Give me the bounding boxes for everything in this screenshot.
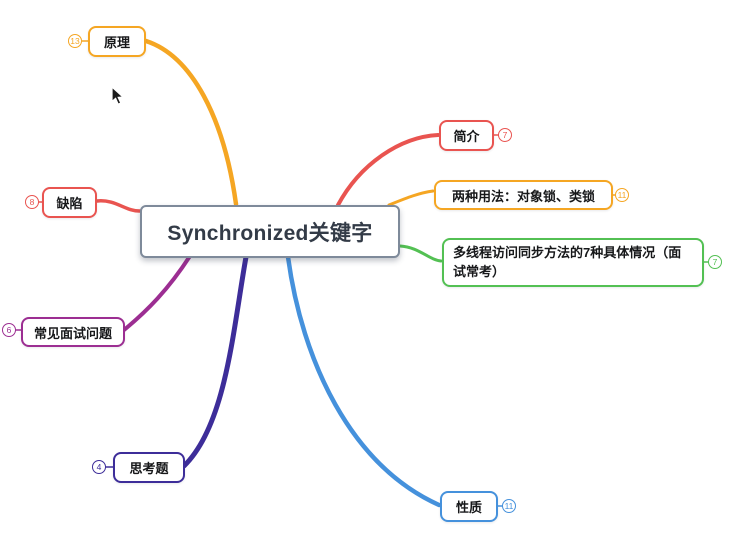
- topic-label: 思考题: [129, 461, 169, 476]
- collapse-badge-seven-cases[interactable]: 7: [708, 255, 722, 269]
- topic-principle[interactable]: 原理: [88, 26, 146, 57]
- collapse-badge-interview-questions[interactable]: 6: [2, 323, 16, 337]
- collapse-badge-drawbacks[interactable]: 8: [25, 195, 39, 209]
- collapse-badge-thinking-questions[interactable]: 4: [92, 460, 106, 474]
- branch-curve-principle: [143, 38, 239, 207]
- badge-count: 11: [504, 501, 514, 511]
- collapse-badge-intro[interactable]: 7: [498, 128, 512, 142]
- branch-curve-drawbacks: [95, 199, 143, 213]
- badge-count: 7: [712, 257, 718, 267]
- topic-properties[interactable]: 性质: [440, 491, 498, 522]
- badge-count: 11: [617, 190, 627, 200]
- badge-count: 6: [6, 325, 12, 335]
- branch-curve-properties: [285, 254, 442, 508]
- branch-curve-interview-questions: [122, 254, 192, 332]
- topic-label: 缺陷: [56, 196, 83, 211]
- collapse-badge-principle[interactable]: 13: [68, 34, 82, 48]
- topic-label: 两种用法：对象锁、类锁: [451, 188, 595, 204]
- branch-curve-seven-cases: [398, 244, 443, 263]
- topic-two-usages[interactable]: 两种用法：对象锁、类锁: [434, 180, 613, 210]
- topic-label: 常见面试问题: [33, 325, 112, 341]
- badge-count: 8: [29, 197, 35, 207]
- topic-intro[interactable]: 简介: [439, 120, 494, 151]
- badge-count: 13: [70, 36, 80, 46]
- badge-count: 4: [96, 462, 102, 472]
- central-topic[interactable]: Synchronized关键字: [140, 205, 400, 258]
- topic-drawbacks[interactable]: 缺陷: [42, 187, 97, 218]
- collapse-badge-properties[interactable]: 11: [502, 499, 516, 513]
- badge-count: 7: [502, 130, 508, 140]
- central-topic-label: Synchronized关键字: [167, 221, 373, 245]
- topic-label: 性质: [455, 500, 482, 515]
- collapse-badge-two-usages[interactable]: 11: [615, 188, 629, 202]
- topic-label: 原理: [103, 35, 130, 50]
- topic-label: 简介: [453, 129, 480, 144]
- topic-thinking-questions[interactable]: 思考题: [113, 452, 185, 483]
- branch-curve-intro: [336, 133, 440, 207]
- branch-curve-thinking-questions: [181, 254, 249, 469]
- branch-curve-two-usages: [387, 189, 435, 207]
- topic-seven-cases[interactable]: 多线程访问同步方法的7种具体情况（面试常考）: [442, 238, 704, 287]
- topic-label: 多线程访问同步方法的7种具体情况（面试常考）: [453, 244, 682, 279]
- topic-interview-questions[interactable]: 常见面试问题: [21, 317, 125, 347]
